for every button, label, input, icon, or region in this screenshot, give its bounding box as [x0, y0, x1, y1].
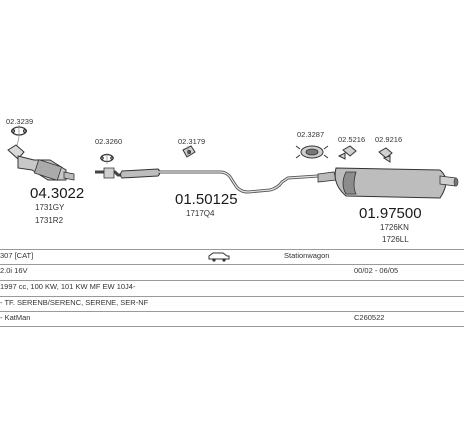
part-code-01-50125: 01.50125: [175, 191, 238, 208]
middle-pipe-01-50125: [95, 167, 319, 194]
rear-silencer-01-97500: [317, 167, 459, 199]
table-divider: [0, 280, 464, 281]
part-ref-1731r2: 1731R2: [35, 216, 64, 225]
car-body-icon: [208, 250, 230, 264]
catalyst-04-3022: [7, 144, 75, 181]
table-divider: [0, 311, 464, 312]
model-cell: 307 [CAT]: [0, 251, 34, 260]
part-ref-1731gy: 1731GY: [35, 203, 65, 212]
engine-cell: 2.0i 16V: [0, 266, 28, 275]
set-code-cell: C260522: [354, 313, 385, 322]
body-style-cell: Stationwagon: [284, 251, 330, 260]
part-code-02-3239: 02.3239: [6, 117, 33, 126]
part-ref-1717q4: 1717Q4: [186, 209, 215, 218]
part-ref-1726kn: 1726KN: [380, 223, 409, 232]
table-divider: [0, 264, 464, 265]
part-ref-1726ll: 1726LL: [382, 235, 409, 244]
table-divider: [0, 296, 464, 297]
specs-cell: 1997 cc, 100 KW, 101 KW MF EW 10J4-: [0, 282, 136, 291]
part-code-01-97500: 01.97500: [359, 205, 422, 222]
period-cell: 00/02 - 06/05: [354, 266, 399, 275]
part-code-04-3022: 04.3022: [30, 185, 84, 202]
exhaust-diagram: 02.3239 04.3022 1731GY 1731R2 02.3260 02…: [6, 117, 459, 244]
part-code-02-9216: 02.9216: [375, 135, 402, 144]
part-code-02-5216: 02.5216: [338, 135, 365, 144]
notes-cell: - TF. SERENB/SERENC, SERENE, SER-NF: [0, 298, 149, 307]
mounting-02-9216: [378, 147, 393, 163]
mounting-02-5216: [337, 145, 357, 160]
table-divider: [0, 249, 464, 250]
part-code-02-3260: 02.3260: [95, 137, 122, 146]
mounting-02-3179: [182, 145, 196, 158]
table-divider: [0, 326, 464, 327]
part-code-02-3179: 02.3179: [178, 137, 205, 146]
catalyst-cell: - KatMan: [0, 313, 31, 322]
clamp-02-3287: [295, 145, 329, 159]
part-code-02-3287: 02.3287: [297, 130, 324, 139]
